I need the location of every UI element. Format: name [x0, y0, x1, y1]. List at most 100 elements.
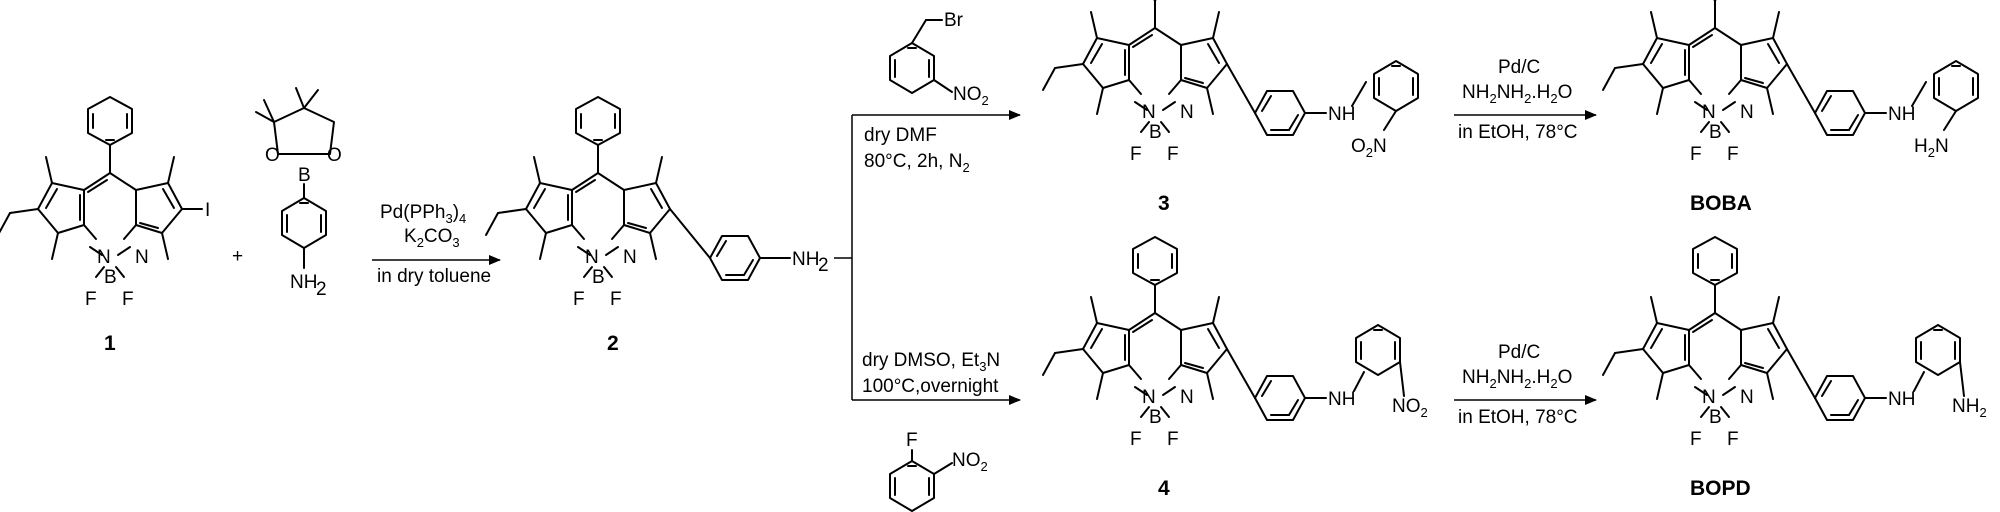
atom-label: N [1702, 102, 1716, 123]
atom-label: NH [1888, 389, 1915, 410]
atom-label: N [1142, 102, 1156, 123]
atom-label: 2 [1489, 376, 1496, 391]
fluoronitrobenzene-structure: F NO2 [889, 430, 988, 512]
atom-label: in EtOH, 78°C [1458, 407, 1578, 428]
atom-label: 2 [1524, 376, 1531, 391]
atom-label: NH2NH2.H2O [1462, 82, 1572, 106]
atom-label: 2 [1550, 91, 1557, 106]
reagents-step-1: Pd(PPh3)4 K2CO3 in dry toluene [377, 202, 491, 287]
compound-boba-label: BOBA [1690, 192, 1752, 215]
compound-2-structure: N N B F F NH 2 [485, 96, 829, 310]
atom-label: NH [792, 249, 819, 270]
atom-label: B [592, 267, 605, 288]
atom-label: H [1914, 136, 1928, 157]
atom-label: 80°C, 2h, N2 [864, 151, 970, 175]
atom-label: O2N [1351, 136, 1387, 160]
atom-label: NO2 [953, 84, 989, 108]
atom-f: F [122, 289, 134, 310]
atom-label: 2 [1489, 91, 1496, 106]
atom-label: 2 [417, 235, 424, 250]
atom-label: NH [1462, 367, 1489, 388]
atom-label: dry DMSO, Et3N [862, 350, 1000, 374]
compound-3-label: 3 [1158, 192, 1170, 215]
atom-label: F [573, 289, 585, 310]
atom-label: in EtOH, 78°C [1458, 122, 1578, 143]
atom-label: N [1180, 387, 1194, 408]
atom-label: B [1149, 407, 1162, 428]
atom-label: B [1709, 407, 1722, 428]
branch-connector [834, 115, 853, 400]
atom-label: 2 [981, 459, 988, 474]
reagents-step-5: Pd/C NH2NH2.H2O in EtOH, 78°C [1458, 342, 1578, 428]
atom-label: Pd/C [1498, 342, 1540, 363]
atom-label: 2 [316, 279, 327, 300]
atom-label: Br [944, 10, 964, 31]
atom-label: 2 [962, 160, 969, 175]
atom-label: NO [953, 84, 982, 105]
atom-label: B [1149, 122, 1162, 143]
atom-label: NO [952, 450, 981, 471]
atom-label: CO [424, 226, 453, 247]
atom-label: .H [1531, 367, 1550, 388]
atom-label: 2 [1979, 405, 1986, 420]
atom-n: N [97, 247, 111, 268]
atom-b: B [104, 267, 117, 288]
atom-label: NO2 [1392, 396, 1428, 420]
atom-label: 2 [1524, 91, 1531, 106]
atom-label: 2 [818, 255, 829, 276]
atom-label: 2 [1366, 145, 1373, 160]
atom-label: .H [1531, 82, 1550, 103]
atom-n: N [135, 247, 149, 268]
atom-label: NO2 [952, 450, 988, 474]
amine-nh2: NH [290, 272, 317, 293]
atom-label: NH [1888, 104, 1915, 125]
aminophenyl-boronate-structure: O O B NH 2 [255, 87, 342, 300]
atom-label: NH [1952, 396, 1979, 417]
atom-label: 80°C, 2h, N [864, 151, 962, 172]
reagents-step-2: dry DMF 80°C, 2h, N2 [864, 125, 970, 175]
atom-label: NH2 [1952, 396, 1987, 420]
atom-label: NH [1462, 82, 1489, 103]
atom-o: O [265, 145, 280, 166]
compound-1-label: 1 [104, 332, 116, 355]
atom-label: 2 [1421, 405, 1428, 420]
atom-label: N [1142, 387, 1156, 408]
atom-label: F [906, 430, 918, 451]
reagents-step-4: Pd/C NH2NH2.H2O in EtOH, 78°C [1458, 57, 1578, 143]
atom-label: 3 [979, 359, 986, 374]
atom-label: 4 [459, 211, 466, 226]
atom-label: F [610, 289, 622, 310]
atom-f: F [85, 289, 97, 310]
atom-label: O [1558, 367, 1573, 388]
atom-label: NH [1328, 389, 1355, 410]
atom-label: N [1740, 102, 1754, 123]
atom-label: ) [453, 202, 459, 223]
atom-label: 100°C,overnight [862, 376, 999, 397]
compound-bopd-structure: N N B F F NH NH2 [1602, 236, 1987, 450]
atom-label: Pd(PPh [380, 202, 445, 223]
atom-label: in dry toluene [377, 266, 491, 287]
atom-label: N [1740, 387, 1754, 408]
atom-label: N [585, 247, 599, 268]
atom-label: F [1690, 144, 1702, 165]
reagents-step-3: dry DMSO, Et3N 100°C,overnight [862, 350, 1000, 397]
atom-label: F [1130, 144, 1142, 165]
atom-label: K [404, 226, 417, 247]
atom-label: 2 [982, 93, 989, 108]
atom-b: B [298, 165, 311, 186]
atom-label: F [1727, 429, 1739, 450]
atom-label: NH [1328, 104, 1355, 125]
atom-i: I [205, 200, 210, 221]
atom-label: 2 [1928, 145, 1935, 160]
atom-label: N [1180, 102, 1194, 123]
atom-label: N [1935, 136, 1949, 157]
atom-label: 3 [445, 211, 452, 226]
atom-label: F [1130, 429, 1142, 450]
atom-label: 2 [1550, 376, 1557, 391]
atom-label: NH [1497, 82, 1524, 103]
atom-label: Pd(PPh3)4 [380, 202, 466, 226]
compound-2-label: 2 [607, 332, 619, 355]
atom-o: O [327, 145, 342, 166]
atom-label: NO [1392, 396, 1421, 417]
